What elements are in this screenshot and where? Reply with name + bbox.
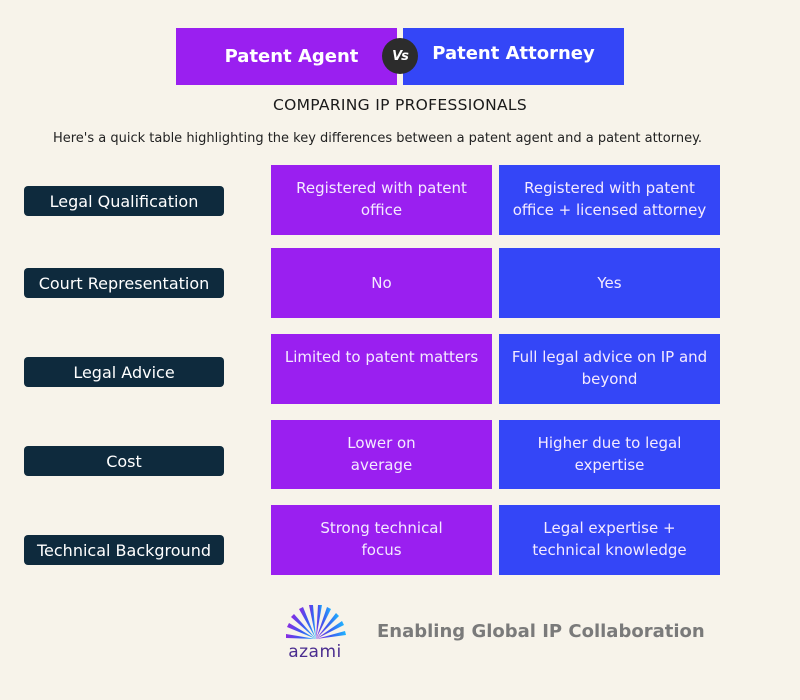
agent-cell-text: Limited to patent matters (284, 348, 479, 366)
row-label-legal-advice: Legal Advice (24, 357, 224, 387)
agent-cell-cost: Lower on average (271, 420, 492, 489)
agent-cell-technical-background: Strong technical focus (271, 505, 492, 575)
attorney-cell-text: Registered with patent office + licensed… (512, 179, 707, 219)
attorney-cell-text: Full legal advice on IP and beyond (511, 348, 708, 388)
row-label-legal-qualification: Legal Qualification (24, 186, 224, 216)
attorney-cell-text: Higher due to legal expertise (537, 434, 682, 474)
attorney-cell-cost: Higher due to legal expertise (499, 420, 720, 489)
agent-cell-court-representation: No (271, 248, 492, 318)
row-label-technical-background: Technical Background (24, 535, 224, 565)
footer-tagline: Enabling Global IP Collaboration (377, 621, 705, 642)
attorney-cell-text: Yes (597, 274, 622, 292)
vs-badge: Vs (382, 38, 418, 74)
agent-cell-text: Strong technical focus (320, 519, 443, 559)
agent-cell-text: Lower on average (347, 434, 416, 474)
attorney-cell-legal-advice: Full legal advice on IP and beyond (499, 334, 720, 404)
agent-cell-text: No (371, 274, 392, 292)
azami-logo-icon (286, 605, 346, 639)
row-label-cost: Cost (24, 446, 224, 476)
agent-cell-legal-qualification: Registered with patent office (271, 165, 492, 235)
azami-brand-text: azami (288, 642, 342, 662)
row-label-court-representation: Court Representation (24, 268, 224, 298)
attorney-cell-text: Legal expertise + technical knowledge (532, 519, 687, 559)
attorney-cell-legal-qualification: Registered with patent office + licensed… (499, 165, 720, 235)
patent-attorney-header: Patent Attorney (403, 28, 624, 85)
agent-cell-legal-advice: Limited to patent matters (271, 334, 492, 404)
attorney-cell-court-representation: Yes (499, 248, 720, 318)
patent-agent-header: Patent Agent (176, 28, 397, 85)
patent-agent-header-label: Patent Agent (224, 46, 359, 67)
patent-attorney-header-label: Patent Attorney (432, 43, 595, 64)
intro-text: Here's a quick table highlighting the ke… (52, 131, 703, 146)
attorney-cell-technical-background: Legal expertise + technical knowledge (499, 505, 720, 575)
agent-cell-text: Registered with patent office (296, 179, 467, 219)
page-subtitle: COMPARING IP PROFESSIONALS (272, 96, 528, 114)
